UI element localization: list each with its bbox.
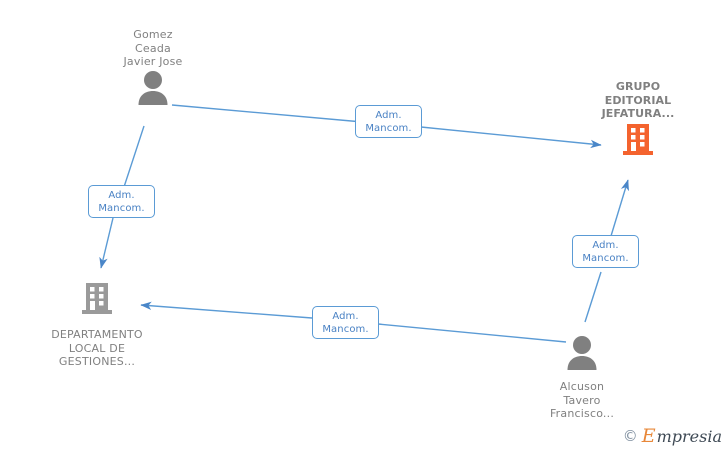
node-label-person-gomez: Gomez Ceada Javier Jose [123, 28, 183, 68]
edge-alcuson-to-grupo [584, 179, 629, 323]
node-person-alcuson[interactable]: Alcuson Tavero Francisco... [507, 334, 657, 421]
brand-initial: E [641, 425, 656, 447]
edge-label-gomez-to-grupo[interactable]: Adm. Mancom. [355, 105, 422, 138]
edge-label-alcuson-to-grupo[interactable]: Adm. Mancom. [572, 235, 639, 268]
node-label-company-departamento-local: DEPARTAMENTO LOCAL DE GESTIONES... [51, 328, 143, 368]
watermark-empresia: © E mpresia [623, 427, 722, 446]
node-label-person-alcuson: Alcuson Tavero Francisco... [549, 380, 615, 420]
person-icon[interactable] [507, 334, 657, 374]
copyright-icon: © [622, 427, 638, 445]
building-icon[interactable] [22, 280, 172, 320]
edge-label-gomez-to-departamento[interactable]: Adm. Mancom. [88, 185, 155, 218]
building-icon[interactable] [563, 121, 713, 161]
node-company-grupo-editorial[interactable]: GRUPO EDITORIAL JEFATURA... [563, 80, 713, 161]
edge-label-alcuson-to-departamento[interactable]: Adm. Mancom. [312, 306, 379, 339]
edge-gomez-to-departamento [99, 125, 145, 269]
node-company-departamento-local[interactable]: DEPARTAMENTO LOCAL DE GESTIONES... [22, 280, 172, 369]
node-person-gomez[interactable]: Gomez Ceada Javier Jose [78, 28, 228, 109]
node-label-company-grupo-editorial: GRUPO EDITORIAL JEFATURA... [601, 80, 675, 120]
brand-name: mpresia [656, 426, 722, 446]
edge-gomez-to-grupo [171, 104, 602, 149]
person-icon[interactable] [78, 69, 228, 109]
edge-alcuson-to-departamento [140, 301, 567, 343]
